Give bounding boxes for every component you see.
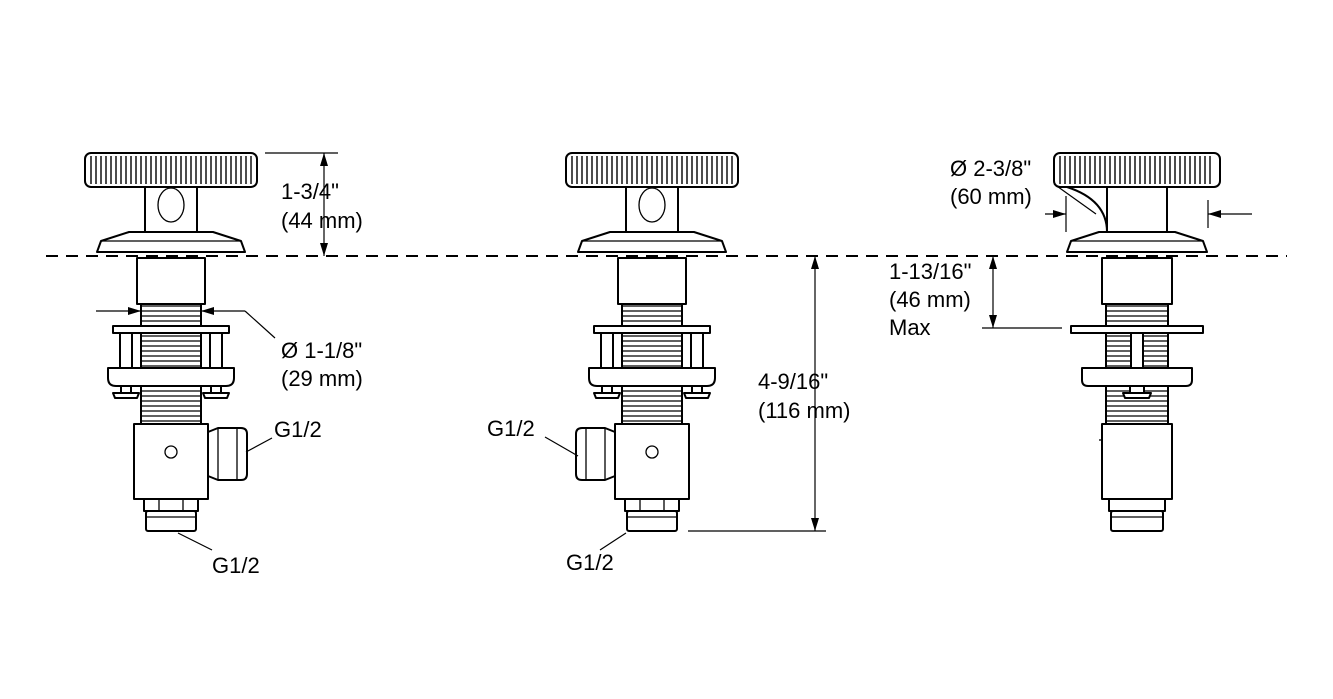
shank-diameter-metric: (29 mm) bbox=[281, 366, 363, 391]
below-deck-length-imperial: 4-9/16" bbox=[758, 369, 828, 394]
center-side-outlet-label: G1/2 bbox=[487, 416, 535, 441]
handle-height-imperial: 1-3/4" bbox=[281, 179, 339, 204]
center-connection-labels: G1/2 G1/2 bbox=[487, 416, 627, 575]
max-deck-thickness-note: Max bbox=[889, 315, 931, 340]
max-deck-thickness-imperial: 1-13/16" bbox=[889, 259, 971, 284]
left-valve bbox=[84, 152, 258, 532]
handle-diameter-metric: (60 mm) bbox=[950, 184, 1032, 209]
handle-height-dimension: 1-3/4" (44 mm) bbox=[265, 152, 363, 256]
left-bottom-inlet-label: G1/2 bbox=[212, 553, 260, 578]
left-side-outlet-label: G1/2 bbox=[274, 417, 322, 442]
below-deck-length-metric: (116 mm) bbox=[758, 398, 851, 423]
max-deck-thickness-metric: (46 mm) bbox=[889, 287, 971, 312]
below-deck-length-dimension: 4-9/16" (116 mm) bbox=[688, 256, 851, 532]
shank-diameter-dimension: Ø 1-1/8" (29 mm) bbox=[96, 307, 363, 391]
left-connection-labels: G1/2 G1/2 bbox=[177, 417, 322, 578]
center-valve bbox=[565, 152, 739, 532]
handle-diameter-dimension: Ø 2-3/8" (60 mm) bbox=[950, 156, 1252, 232]
shank-diameter-imperial: Ø 1-1/8" bbox=[281, 338, 362, 363]
center-bottom-inlet-label: G1/2 bbox=[566, 550, 614, 575]
handle-height-metric: (44 mm) bbox=[281, 208, 363, 233]
max-deck-thickness-dimension: 1-13/16" (46 mm) Max bbox=[889, 256, 1062, 340]
handle-diameter-imperial: Ø 2-3/8" bbox=[950, 156, 1031, 181]
right-valve bbox=[1053, 152, 1221, 532]
